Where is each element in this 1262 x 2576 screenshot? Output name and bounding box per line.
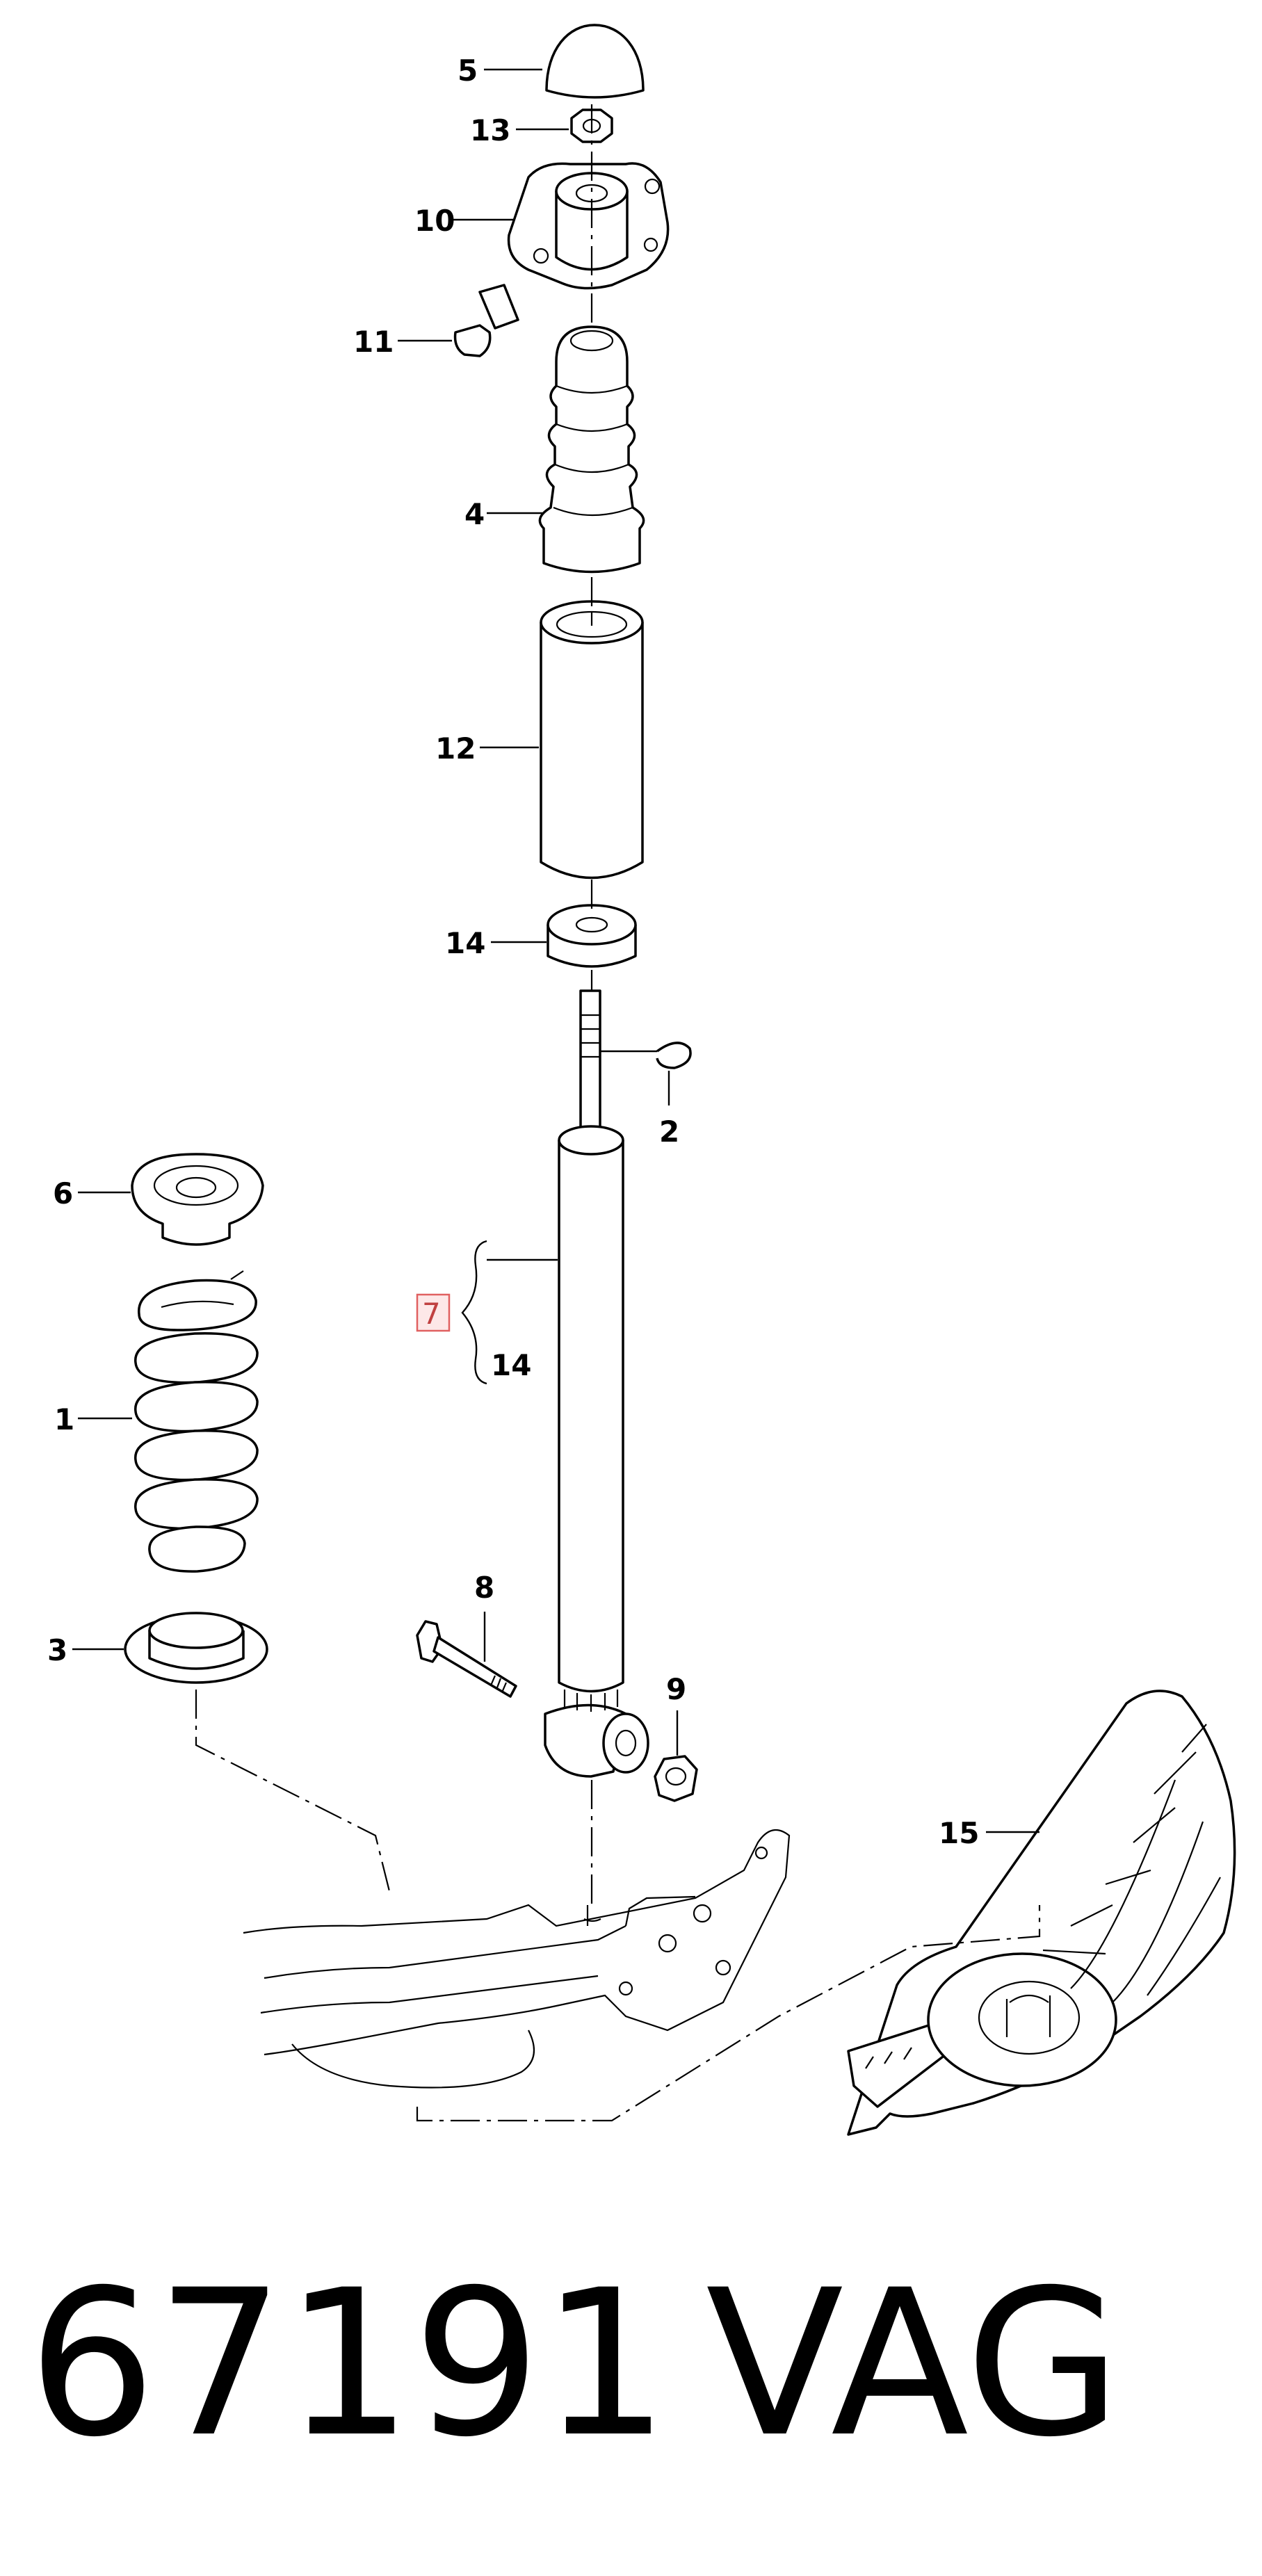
- callout-4: 4: [464, 497, 485, 531]
- bracket-7: [461, 1240, 487, 1385]
- callout-5: 5: [458, 54, 478, 88]
- callout-6: 6: [53, 1176, 73, 1210]
- callout-2: 2: [659, 1115, 679, 1149]
- part-number-text: 67191: [28, 2247, 670, 2481]
- callout-14-buffer: 14: [445, 926, 485, 960]
- part-14-buffer: [547, 904, 637, 968]
- part-12-protective-tube: [540, 600, 644, 880]
- callout-9: 9: [666, 1672, 686, 1706]
- callout-7: 7: [422, 1297, 441, 1331]
- part-6-spring-seat: [131, 1153, 264, 1246]
- part-5-dust-cap: [545, 24, 645, 99]
- callout-15: 15: [939, 1816, 979, 1850]
- part-2-circlip: [656, 1042, 692, 1105]
- callout-14-shock: 14: [491, 1348, 531, 1382]
- part-4-bump-stop: [538, 325, 645, 574]
- part-9-nut: [654, 1710, 698, 1802]
- callout-12: 12: [435, 731, 476, 765]
- highlight-box-7: [416, 1293, 451, 1332]
- rear-axle-beam: [243, 1829, 791, 2089]
- part-3-lower-seat: [124, 1612, 268, 1684]
- brand-text: VAG: [706, 2247, 1122, 2481]
- callout-8: 8: [474, 1571, 494, 1605]
- part-11-bolt: [453, 284, 519, 357]
- assembly-lines: [195, 104, 1041, 2122]
- part-10-top-mount: [507, 162, 670, 290]
- part-1-coil-spring: [134, 1270, 259, 1573]
- part-8-bolt: [416, 1612, 517, 1698]
- callout-13: 13: [470, 113, 510, 147]
- callout-1: 1: [54, 1402, 74, 1436]
- part-7-shock-absorber: [487, 989, 657, 1778]
- callout-11: 11: [353, 325, 394, 359]
- part-15-cover: [847, 1690, 1236, 2136]
- callout-10: 10: [414, 204, 455, 238]
- callout-3: 3: [47, 1633, 67, 1667]
